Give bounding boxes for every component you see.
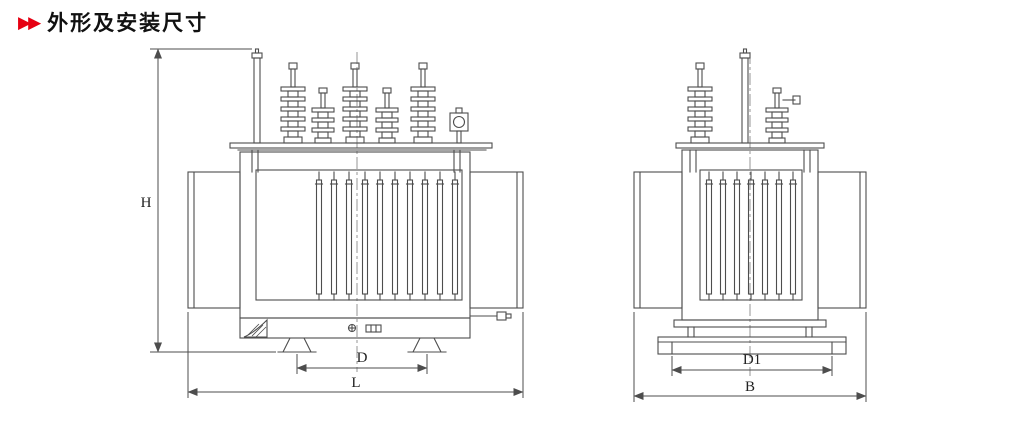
hv-bushing	[410, 62, 436, 144]
side-tank-body	[633, 149, 867, 321]
dim-wheel-gauge: D	[296, 350, 428, 374]
dim-length: L	[187, 312, 524, 398]
side-cooling-tubes	[704, 171, 798, 301]
front-base	[239, 311, 512, 353]
lv-bushing	[765, 87, 789, 144]
roller-foot	[277, 337, 317, 353]
lv-bushing	[375, 87, 399, 144]
roller-foot	[407, 337, 447, 353]
front-tank-cover	[229, 142, 493, 173]
hv-bushing	[342, 62, 368, 144]
front-tank-body	[187, 151, 524, 319]
dim-label-d1: D1	[743, 352, 761, 368]
conservator-pipe	[739, 48, 751, 144]
dim-label-l: L	[351, 375, 360, 391]
dim-width: B	[633, 312, 867, 402]
hv-bushing	[280, 62, 306, 144]
section-title: 外形及安装尺寸	[47, 12, 209, 35]
front-cooling-tubes	[314, 171, 460, 301]
dim-height: H	[141, 48, 276, 353]
front-bushings	[251, 48, 469, 144]
dim-wheel-gauge-side: D1	[671, 352, 833, 376]
side-base	[657, 319, 847, 355]
dim-label-b: B	[745, 379, 755, 395]
dim-label-d: D	[357, 350, 368, 366]
lv-bushing	[311, 87, 335, 144]
conservator-pipe	[251, 48, 263, 144]
section-header: ▶▶ 外形及安装尺寸	[18, 7, 208, 37]
thermometer	[449, 107, 469, 144]
dim-label-h: H	[141, 195, 152, 211]
double-right-arrows-icon: ▶▶	[18, 12, 41, 33]
hv-bushing	[687, 62, 713, 144]
side-view: D1 B	[633, 48, 867, 402]
front-view: H D L	[141, 48, 524, 398]
side-bushings	[687, 48, 801, 144]
